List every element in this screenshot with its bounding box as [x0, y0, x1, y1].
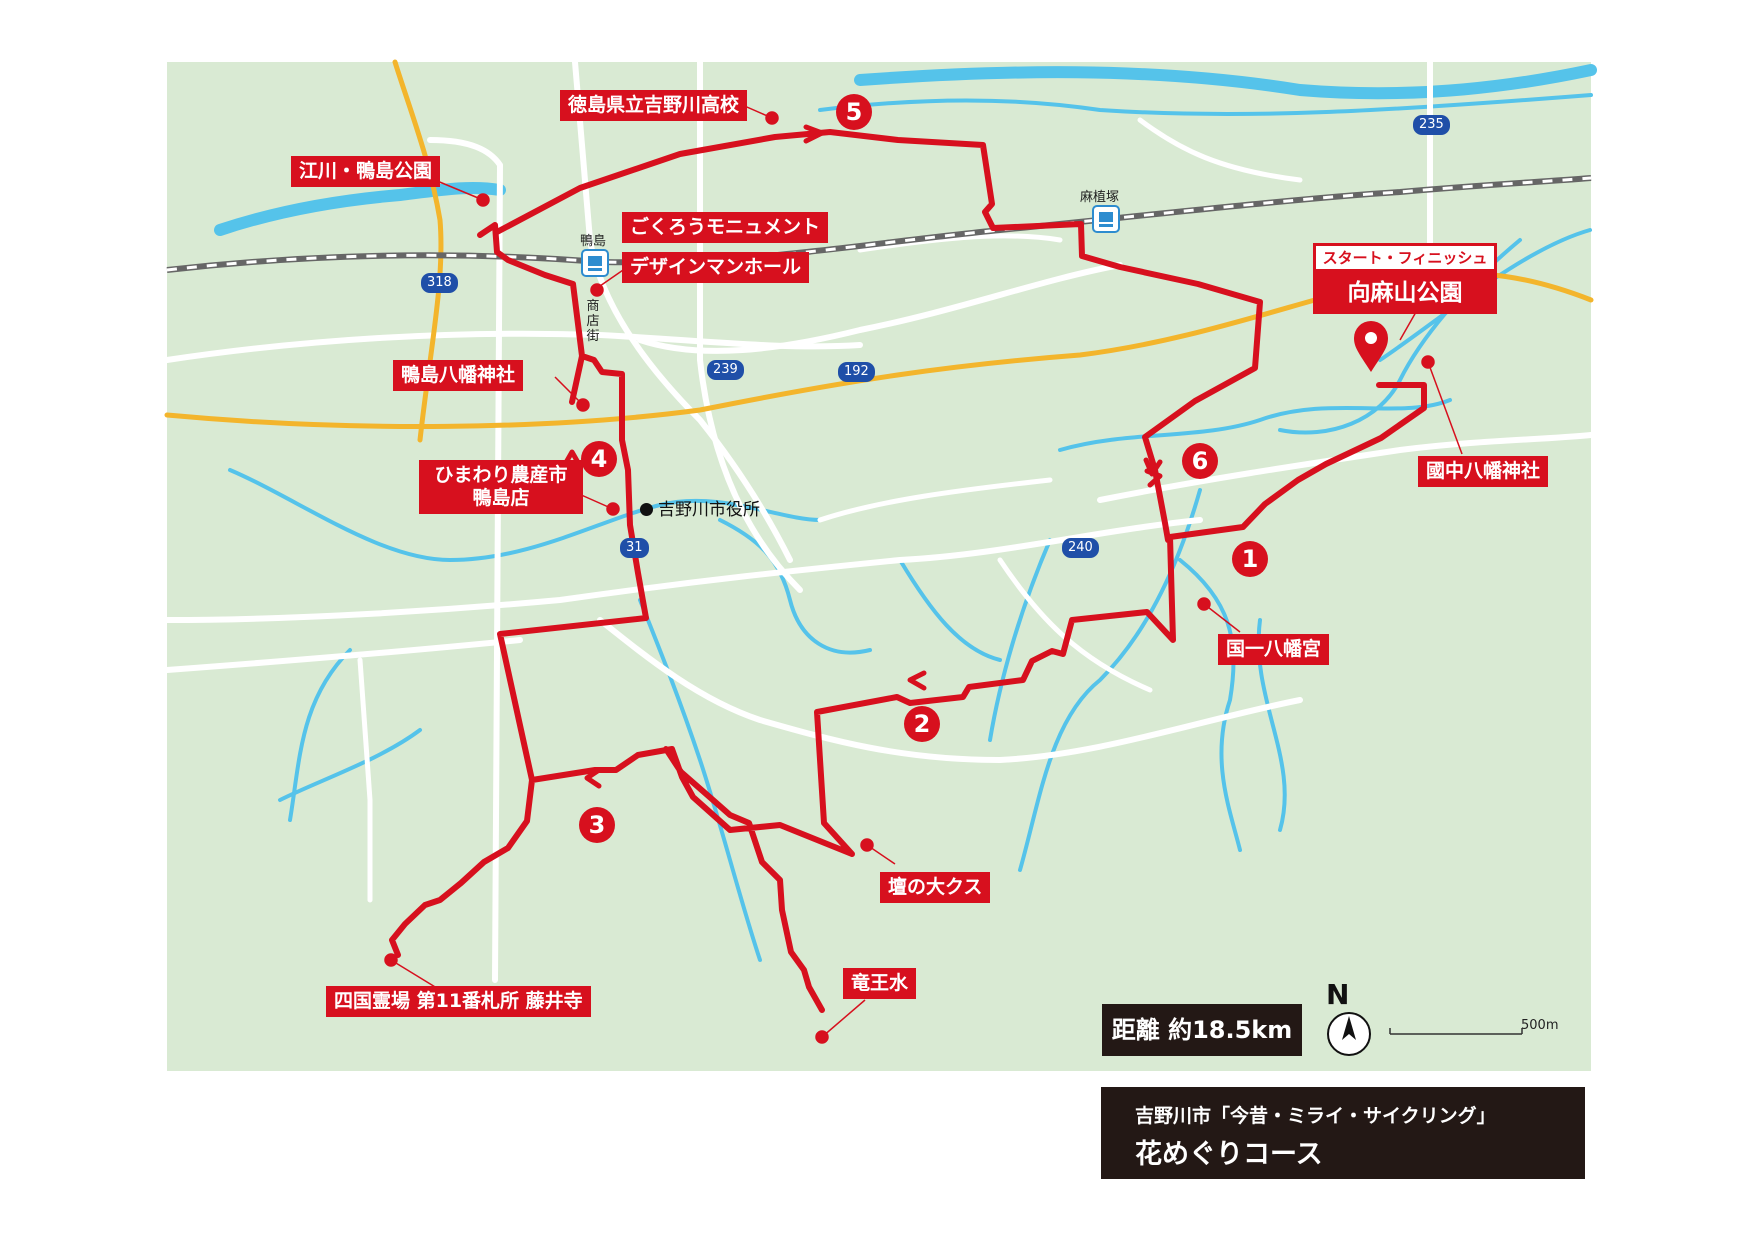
checkpoint-3: 3: [579, 807, 615, 843]
route-shield-240: 240: [1062, 538, 1099, 558]
course-title: 花めぐりコース: [1135, 1139, 1323, 1170]
checkpoint-1: 1: [1232, 541, 1268, 577]
station-label-ouezuka: 麻植塚: [1080, 190, 1120, 205]
north-indicator: N: [1326, 978, 1350, 1011]
label-tokushima-high-school: 徳島県立吉野川高校: [560, 90, 748, 121]
route-shield-235: 235: [1413, 115, 1450, 135]
city-hall-label: 吉野川市役所: [658, 500, 760, 520]
label-himawari-market: ひまわり農産市 鴨島店: [419, 460, 583, 514]
egawa-river: [214, 181, 506, 236]
station-icon-ouezuka: [1092, 205, 1120, 233]
start-finish-caption: スタート・フィニッシュ: [1322, 249, 1488, 267]
label-kokuichi-hachimangu: 国一八幡宮: [1218, 634, 1330, 665]
label-design-manhole: デザインマンホール: [622, 252, 810, 283]
distance-box: 距離 約18.5km: [1102, 1004, 1302, 1056]
label-gokurou-monument: ごくろうモニュメント: [622, 212, 829, 243]
railway: [166, 175, 1592, 273]
compass-icon: [1327, 1012, 1371, 1056]
start-pin-icon: [1354, 321, 1388, 372]
shotengai-label: 商店街: [586, 299, 600, 344]
label-kokuchu-hachiman: 國中八幡神社: [1418, 456, 1549, 487]
arrow-icon: [1143, 457, 1163, 477]
checkpoint-5: 5: [836, 94, 872, 130]
checkpoint-2: 2: [904, 706, 940, 742]
label-kamojima-hachiman: 鴨島八幡神社: [393, 360, 524, 391]
station-icon-kamojima: [581, 249, 609, 277]
checkpoint-4: 4: [581, 441, 617, 477]
route-shield-31: 31: [620, 538, 649, 558]
course-subtitle: 吉野川市「今昔・ミライ・サイクリング」: [1135, 1105, 1496, 1127]
city-hall-dot-icon: [640, 503, 653, 516]
label-egawa-kamojima-park: 江川・鴨島公園: [291, 156, 441, 187]
course-title-box: 吉野川市「今昔・ミライ・サイクリング」 花めぐりコース: [1101, 1087, 1585, 1179]
station-label-kamojima: 鴨島: [580, 234, 607, 249]
poi-markers: [384, 103, 1463, 1044]
route-shield-318: 318: [421, 273, 458, 293]
yoshino-river: [854, 64, 1597, 100]
checkpoint-6: 6: [1182, 443, 1218, 479]
city-hall: 吉野川市役所: [640, 495, 760, 520]
arrow-icon: [584, 767, 602, 789]
rivers: [214, 64, 1597, 962]
route-shield-239: 239: [707, 360, 744, 380]
start-finish-name: 向麻山公園: [1316, 269, 1494, 311]
map-background: [167, 62, 1591, 1071]
cycling-route: [389, 129, 1427, 1013]
route-shield-192: 192: [838, 362, 875, 382]
start-finish-label: スタート・フィニッシュ 向麻山公園: [1313, 243, 1497, 314]
label-ryuousui: 竜王水: [843, 968, 917, 999]
arrow-icon: [907, 670, 927, 691]
label-dan-no-okusu: 壇の大クス: [880, 872, 991, 903]
arrow-icon: [803, 124, 825, 144]
scale-label: 500m: [1521, 1018, 1559, 1033]
scale-bar: [1389, 1028, 1523, 1035]
direction-arrows: [561, 124, 1163, 789]
label-fujiidera: 四国霊場 第11番札所 藤井寺: [326, 986, 591, 1017]
